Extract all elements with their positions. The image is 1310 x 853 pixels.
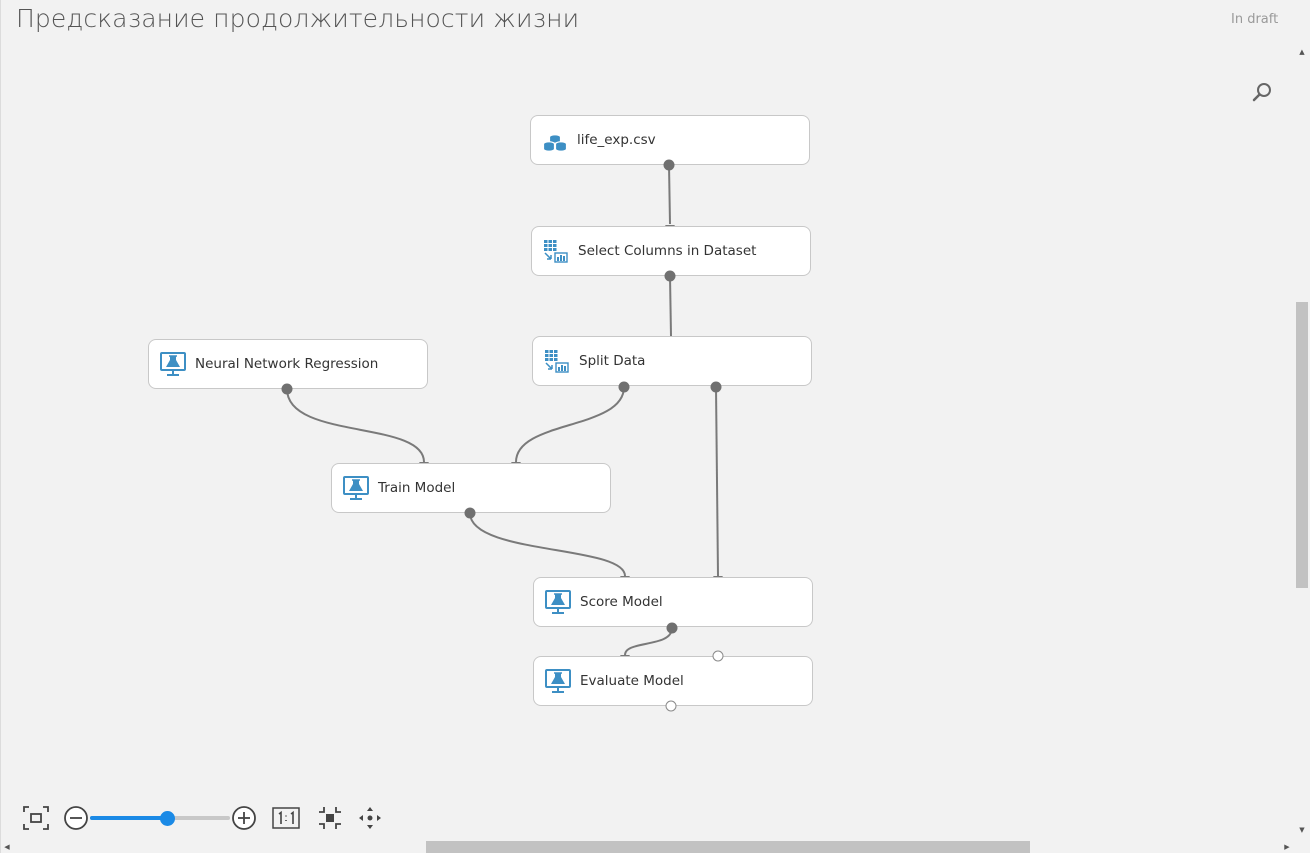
page-title: Предсказание продолжительности жизни bbox=[16, 4, 580, 33]
module-life-exp-csv[interactable]: life_exp.csv bbox=[530, 115, 810, 165]
connection-edge bbox=[669, 275, 672, 337]
horizontal-scrollbar[interactable]: ◀ ▶ bbox=[0, 838, 1294, 853]
output-port[interactable] bbox=[281, 383, 293, 395]
module-label: Select Columns in Dataset bbox=[578, 243, 757, 259]
zoom-out-button[interactable] bbox=[62, 804, 90, 832]
zoom-slider-fill bbox=[90, 816, 167, 820]
module-label: Split Data bbox=[579, 353, 646, 369]
search-icon bbox=[1252, 83, 1271, 102]
module-train-model[interactable]: Train Model bbox=[331, 463, 611, 513]
flask-monitor-icon bbox=[343, 476, 369, 500]
canvas-left-border bbox=[0, 0, 1, 853]
table-transform-icon bbox=[545, 350, 569, 373]
pan-button[interactable] bbox=[356, 804, 384, 832]
output-port[interactable] bbox=[710, 381, 722, 393]
connection-edge bbox=[624, 627, 673, 656]
connection-edge bbox=[515, 386, 625, 463]
module-score-model[interactable]: Score Model bbox=[533, 577, 813, 627]
output-port[interactable] bbox=[664, 270, 676, 282]
zoom-in-button[interactable] bbox=[230, 804, 258, 832]
module-split-data[interactable]: Split Data bbox=[532, 336, 812, 386]
module-neural-network-regression[interactable]: Neural Network Regression bbox=[148, 339, 428, 389]
zoom-slider-thumb[interactable] bbox=[160, 811, 175, 826]
zoom-to-selection-button[interactable] bbox=[316, 804, 344, 832]
plus-circle-icon bbox=[232, 806, 256, 830]
output-port[interactable] bbox=[665, 700, 677, 712]
actual-size-button[interactable] bbox=[272, 804, 300, 832]
minus-circle-icon bbox=[64, 806, 88, 830]
connection-edge bbox=[286, 388, 425, 463]
scroll-up-icon[interactable]: ▲ bbox=[1299, 48, 1305, 56]
horizontal-scroll-thumb[interactable] bbox=[426, 841, 1030, 853]
module-evaluate-model[interactable]: Evaluate Model bbox=[533, 656, 813, 706]
scroll-down-icon[interactable]: ▼ bbox=[1299, 826, 1305, 834]
flask-monitor-icon bbox=[545, 669, 571, 693]
input-port[interactable] bbox=[712, 650, 724, 662]
module-label: Evaluate Model bbox=[580, 673, 684, 689]
zoom-selection-icon bbox=[319, 807, 341, 829]
output-port[interactable] bbox=[666, 622, 678, 634]
status-badge: In draft bbox=[1231, 12, 1279, 27]
connection-edge bbox=[715, 386, 719, 577]
vertical-scroll-thumb[interactable] bbox=[1296, 302, 1308, 588]
output-port[interactable] bbox=[663, 159, 675, 171]
module-label: life_exp.csv bbox=[577, 132, 656, 148]
zoom-toolbar bbox=[0, 800, 400, 836]
output-port[interactable] bbox=[618, 381, 630, 393]
flask-monitor-icon bbox=[160, 352, 186, 376]
vertical-scrollbar[interactable]: ▲ ▼ bbox=[1294, 40, 1310, 840]
fit-to-screen-button[interactable] bbox=[22, 804, 50, 832]
output-port[interactable] bbox=[464, 507, 476, 519]
module-label: Train Model bbox=[378, 480, 456, 496]
database-icon bbox=[542, 134, 568, 152]
table-transform-icon bbox=[544, 240, 568, 263]
scroll-left-icon[interactable]: ◀ bbox=[4, 843, 10, 851]
actual-size-icon bbox=[272, 807, 300, 829]
search-button[interactable] bbox=[1250, 80, 1274, 104]
connection-edge bbox=[668, 164, 671, 225]
scroll-right-icon[interactable]: ▶ bbox=[1284, 843, 1290, 851]
module-select-columns[interactable]: Select Columns in Dataset bbox=[531, 226, 811, 276]
module-label: Score Model bbox=[580, 594, 663, 610]
connection-edge bbox=[469, 512, 626, 577]
fit-screen-icon bbox=[23, 806, 49, 830]
module-label: Neural Network Regression bbox=[195, 356, 379, 372]
flask-monitor-icon bbox=[545, 590, 571, 614]
pan-icon bbox=[359, 807, 381, 829]
